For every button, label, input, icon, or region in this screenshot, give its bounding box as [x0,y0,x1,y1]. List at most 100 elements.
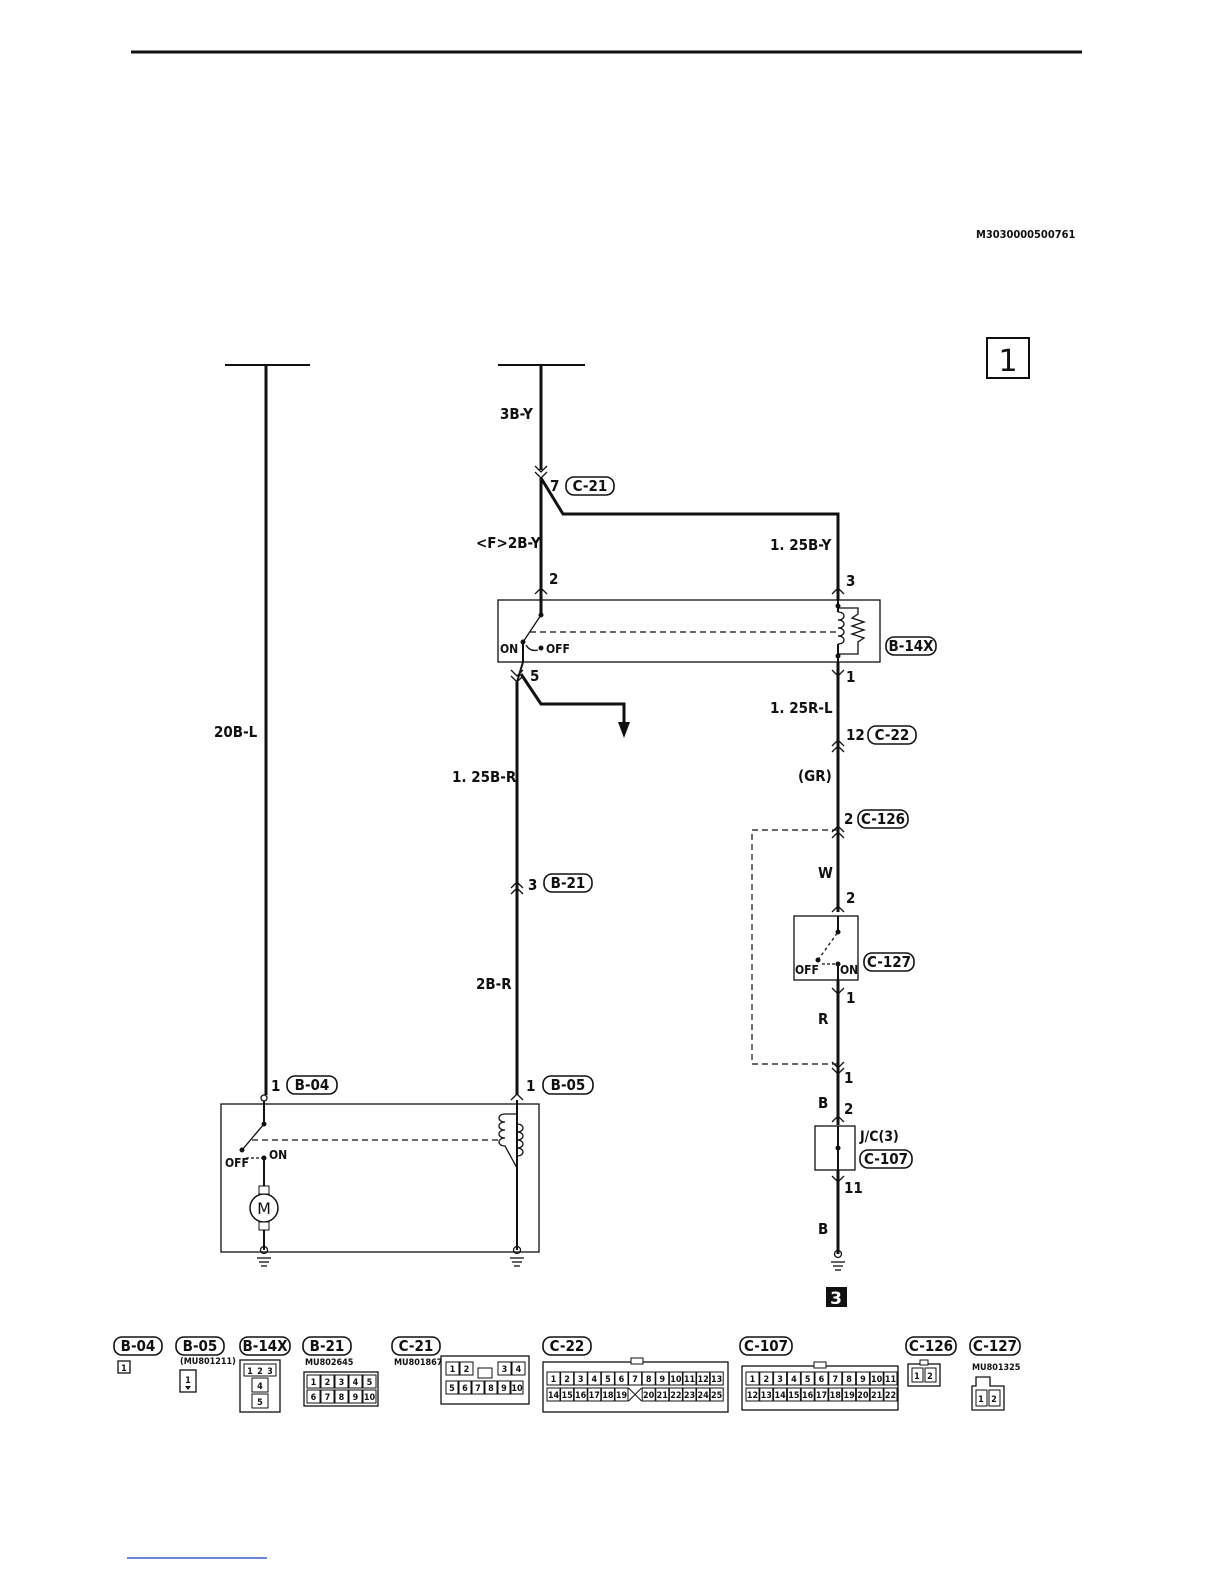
b21-pin-label-cell [320,1389,335,1404]
svg-text:4: 4 [257,1382,263,1392]
c107-pin-label-cell [869,1371,884,1386]
pin-label-1-relay: 1 [846,668,855,686]
svg-text:C-126: C-126 [861,810,905,828]
c107-pin-label: 17 [816,1391,827,1401]
c107-pin-label: 19 [843,1391,855,1401]
connector-tag-c127: C-127 [863,952,915,972]
svg-text:5: 5 [257,1398,263,1408]
c22-pin-label: 24 [697,1391,709,1401]
b21-pin-label: 4 [353,1378,359,1388]
c21-pin-label: 6 [462,1384,468,1394]
c21-pin-label: 5 [449,1384,455,1394]
c22-pin-label-cell [614,1387,629,1402]
b21-pin-label: 5 [367,1378,373,1388]
svg-text:1: 1 [914,1372,920,1382]
c21-pin-label-cell [471,1380,485,1395]
connector-tag-c21: C-21 [565,476,615,496]
page-ref-box: 1 [986,337,1030,379]
b21-pin-label: 7 [325,1393,331,1403]
circuit-right: 1 1. 25R-L 12 C-22 (GR) 2 C-126 W 2 [751,662,917,1065]
connector-tag-b05: B-05 [542,1075,594,1095]
c21-pin-label: 4 [516,1365,522,1375]
connector-tag-b04: B-04 [286,1075,338,1095]
c107-pin-label-cell [869,1387,884,1402]
pin-label-2-relay: 2 [549,570,558,588]
figure-code: M3030000500761 [976,228,1075,241]
wire-label-125by: 1. 25B-Y [770,536,832,554]
c22-pin-label: 7 [632,1375,638,1385]
svg-text:B-04: B-04 [121,1337,156,1355]
circuit-center-lower: 5 1. 25B-R 3 B-21 2B-R [452,661,630,1095]
c22-pin-label: 5 [605,1375,611,1385]
c21-pin-label: 1 [450,1365,456,1375]
svg-text:B-14X: B-14X [242,1337,288,1355]
svg-text:B-21: B-21 [310,1337,345,1355]
c22-pin-label-cell [709,1371,724,1386]
c107-pin-label-cell [814,1387,829,1402]
switch-off-label-c127: OFF [795,963,819,977]
svg-text:C-107: C-107 [744,1337,788,1355]
pin-label-2-jc: 2 [844,1100,853,1118]
c107-pin-label-cell [759,1387,774,1402]
b21-pin-label-cell [348,1374,363,1389]
c22-pin-label: 12 [697,1375,708,1385]
c22-pin-label-cell [641,1387,656,1402]
c107-pin-label: 9 [860,1375,866,1385]
pin-label-3-relay: 3 [846,572,855,590]
c22-pin-label: 25 [711,1391,723,1401]
c22-pin-label: 10 [670,1375,682,1385]
wire-label-2br: 2B-R [476,975,512,993]
c22-pin-label-cell [546,1371,561,1386]
c107-pin-label: 20 [857,1391,869,1401]
wire-label-b2: B [818,1220,828,1238]
legend-b04: B-04 1 [113,1336,163,1374]
svg-text:B-05: B-05 [551,1076,586,1094]
c22-pin-label-cell [709,1387,724,1402]
pin-label-2-c127: 2 [846,889,855,907]
switch-on-label-relay: ON [500,642,518,656]
legend-c126: C-126 1 2 [905,1336,957,1387]
svg-text:2: 2 [257,1367,263,1377]
wire-label-3by: 3B-Y [500,405,533,423]
c22-pin-label-cell [587,1387,602,1402]
c21-pin-label: 7 [475,1384,481,1394]
b21-pin-label: 8 [339,1393,345,1403]
c21-pin-label: 9 [501,1384,507,1394]
b21-pin-label: 1 [311,1378,317,1388]
motor-label: M [257,1199,271,1218]
pin-label-12: 12 [846,726,865,744]
svg-text:MU801325: MU801325 [972,1363,1021,1373]
switch-off-label-relay: OFF [546,642,570,656]
b21-pin-label: 2 [325,1378,331,1388]
c21-pin-label: 3 [502,1365,508,1375]
svg-text:MU801867: MU801867 [394,1358,442,1368]
c22-pin-label-cell [560,1387,575,1402]
c22-pin-label: 18 [602,1391,614,1401]
switch-off-label-motor: OFF [225,1156,249,1170]
c107-pin-label-cell [828,1387,843,1402]
pin-label-7: 7 [550,477,559,495]
c22-pin-label: 13 [711,1375,722,1385]
c22-pin-label: 2 [564,1375,570,1385]
circuit-center: 3B-Y 7 C-21 <F>2B-Y 1. 25B-Y 2 3 [476,364,855,600]
c107-pin-label-cell [800,1371,815,1386]
c22-pin-label-cell [628,1371,643,1386]
connector-tag-c126: C-126 [857,809,909,829]
c22-pin-label: 14 [548,1391,560,1401]
c22-pin-label-cell [600,1387,615,1402]
c107-pin-label: 15 [788,1391,800,1401]
connector-tag-c107: C-107 [859,1149,913,1169]
c107-pin-label: 3 [777,1375,783,1385]
wire-label-f2by: <F>2B-Y [476,534,541,552]
svg-text:3: 3 [267,1367,273,1377]
c107-pin-label-cell [855,1371,870,1386]
switch-c127: OFF ON C-127 [793,915,915,981]
connector-tag-c22: C-22 [867,725,917,745]
pin-label-1-b04: 1 [271,1077,280,1095]
c22-pin-label-cell [546,1387,561,1402]
c107-pin-label: 2 [763,1375,769,1385]
c107-pin-label: 4 [791,1375,797,1385]
c22-pin-label: 11 [684,1375,696,1385]
c107-pin-label: 18 [830,1391,842,1401]
c107-pin-label-cell [745,1387,760,1402]
